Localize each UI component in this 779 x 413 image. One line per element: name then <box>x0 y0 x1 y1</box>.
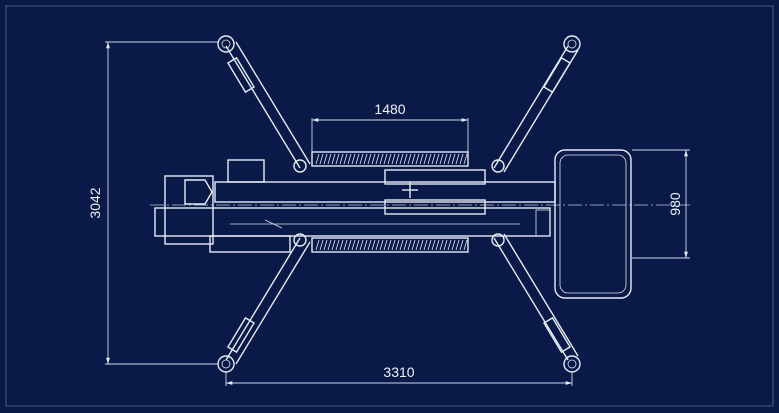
track-tread <box>335 239 340 251</box>
track-tread <box>443 239 448 251</box>
track-tread <box>447 239 452 251</box>
track-tread <box>463 239 468 251</box>
track-tread <box>339 153 344 165</box>
track-tread <box>343 153 348 165</box>
track-tread <box>423 153 428 165</box>
track-tread <box>423 239 428 251</box>
track-tread <box>359 239 364 251</box>
track-tread <box>439 153 444 165</box>
track-tread <box>455 153 460 165</box>
dimension-outrigger-span: 3310 <box>225 364 573 386</box>
track-tread <box>399 153 404 165</box>
dimension-basket-width-label: 980 <box>667 192 683 216</box>
track-tread <box>327 153 332 165</box>
dimension-track-length: 1480 <box>311 101 469 152</box>
track-tread <box>323 153 328 165</box>
track-tread <box>319 153 324 165</box>
track-tread <box>363 239 368 251</box>
dimension-overall-width-label: 3042 <box>87 187 103 218</box>
track-tread <box>411 239 416 251</box>
track-tread <box>339 239 344 251</box>
dimension-outrigger-span-label: 3310 <box>383 364 414 380</box>
track-tread <box>383 153 388 165</box>
track-bottom <box>311 237 469 253</box>
track-tread <box>435 239 440 251</box>
track-tread <box>447 153 452 165</box>
track-tread <box>371 153 376 165</box>
track-tread <box>347 153 352 165</box>
track-tread <box>419 239 424 251</box>
track-tread <box>443 153 448 165</box>
outrigger-legs <box>225 41 579 365</box>
track-tread <box>387 153 392 165</box>
track-tread <box>363 153 368 165</box>
track-tread <box>323 239 328 251</box>
platform-basket <box>554 149 632 299</box>
dimension-overall-width: 3042 <box>87 41 218 365</box>
track-tread <box>391 239 396 251</box>
track-tread <box>395 153 400 165</box>
track-tread <box>459 153 464 165</box>
track-tread <box>395 239 400 251</box>
track-tread <box>331 239 336 251</box>
track-tread <box>331 153 336 165</box>
track-tread <box>351 153 356 165</box>
track-tread <box>379 153 384 165</box>
track-tread <box>459 239 464 251</box>
track-tread <box>375 153 380 165</box>
track-tread <box>383 239 388 251</box>
track-tread <box>415 239 420 251</box>
track-tread <box>431 153 436 165</box>
track-tread <box>439 239 444 251</box>
track-tread <box>335 153 340 165</box>
track-tread <box>419 153 424 165</box>
track-tread <box>355 239 360 251</box>
track-tread <box>435 153 440 165</box>
track-tread <box>367 239 372 251</box>
track-tread <box>327 239 332 251</box>
track-tread <box>415 153 420 165</box>
track-tread <box>359 153 364 165</box>
track-tread <box>371 239 376 251</box>
track-tread <box>343 239 348 251</box>
track-tread <box>407 239 412 251</box>
track-tread <box>391 153 396 165</box>
track-top <box>311 151 469 167</box>
track-tread <box>315 239 320 251</box>
track-tread <box>319 239 324 251</box>
track-tread <box>375 239 380 251</box>
track-tread <box>463 153 468 165</box>
track-tread <box>399 239 404 251</box>
track-tread <box>315 153 320 165</box>
track-tread <box>451 153 456 165</box>
dimension-track-length-label: 1480 <box>374 101 405 117</box>
track-tread <box>411 153 416 165</box>
track-tread <box>367 153 372 165</box>
track-tread <box>407 153 412 165</box>
track-tread <box>455 239 460 251</box>
track-tread <box>427 239 432 251</box>
track-tread <box>355 153 360 165</box>
frame-border <box>5 5 774 407</box>
track-tread <box>403 153 408 165</box>
outrigger-feet <box>217 35 581 373</box>
track-tread <box>427 153 432 165</box>
track-tread <box>387 239 392 251</box>
track-tread <box>351 239 356 251</box>
dimension-basket-width: 980 <box>632 149 690 259</box>
track-tread <box>379 239 384 251</box>
track-tread <box>347 239 352 251</box>
track-tread <box>451 239 456 251</box>
track-tread <box>403 239 408 251</box>
track-tread <box>431 239 436 251</box>
